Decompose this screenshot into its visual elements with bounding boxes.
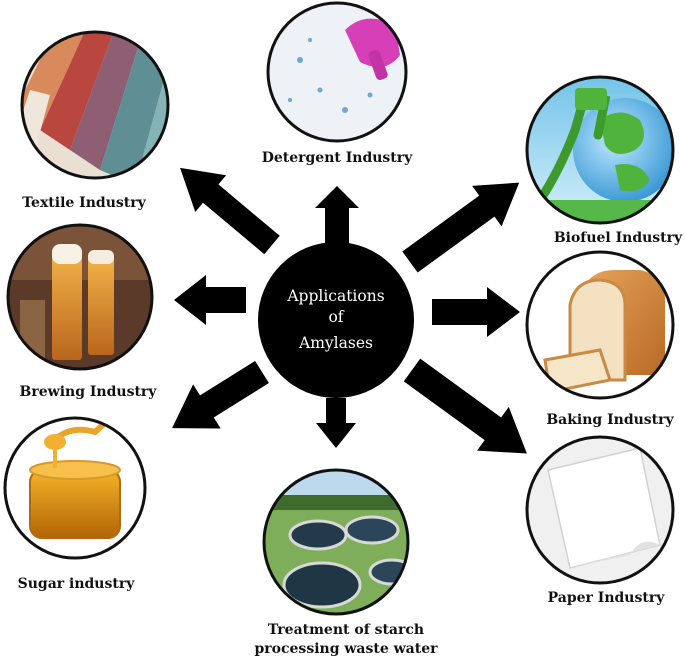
arrow-to-paper — [403, 358, 527, 454]
paper-sheet-image — [527, 437, 673, 583]
arrow-to-baking — [432, 287, 520, 337]
center-title-line2: of — [328, 308, 344, 326]
wastewater-plant-image — [264, 470, 408, 614]
wastewater-label-line1: Treatment of starch — [268, 622, 424, 638]
arrow-to-wastewater — [316, 398, 356, 448]
textile-label: Textile Industry — [22, 195, 146, 211]
biofuel-label: Biofuel Industry — [554, 230, 683, 246]
arrows — [172, 167, 527, 454]
textile-node: Textile Industry — [20, 30, 170, 211]
arrow-to-textile — [180, 167, 280, 255]
sugar-node: Sugar industry — [3, 416, 147, 592]
arrow-to-detergent — [315, 186, 359, 248]
biofuel-pump-globe-image — [527, 77, 673, 223]
detergent-node: Detergent Industry — [262, 1, 413, 166]
brewing-node: Brewing Industry — [6, 223, 158, 400]
textile-fabric-image — [22, 32, 168, 178]
center-title-line1: Applications — [286, 287, 384, 305]
brewing-label: Brewing Industry — [20, 384, 158, 400]
sugar-label: Sugar industry — [18, 576, 136, 592]
baking-bread-image — [527, 252, 673, 398]
center-node: Applications of Amylases — [258, 242, 414, 398]
baking-node: Baking Industry — [525, 250, 675, 428]
wastewater-node: Treatment of starch processing waste wat… — [255, 468, 439, 657]
center-title-line3: Amylases — [298, 334, 373, 352]
arrow-to-brewing — [174, 275, 246, 325]
brewing-beer-image — [8, 225, 152, 369]
wastewater-label-line2: processing waste water — [255, 641, 439, 657]
biofuel-node: Biofuel Industry — [525, 75, 683, 246]
sugar-honey-jar-image — [5, 418, 145, 558]
paper-node: Paper Industry — [525, 435, 675, 606]
detergent-label: Detergent Industry — [262, 150, 413, 166]
arrow-to-sugar — [172, 360, 269, 429]
baking-label: Baking Industry — [546, 412, 674, 428]
detergent-powder-image — [268, 3, 406, 141]
paper-label: Paper Industry — [548, 590, 666, 606]
arrow-to-biofuel — [402, 182, 520, 273]
